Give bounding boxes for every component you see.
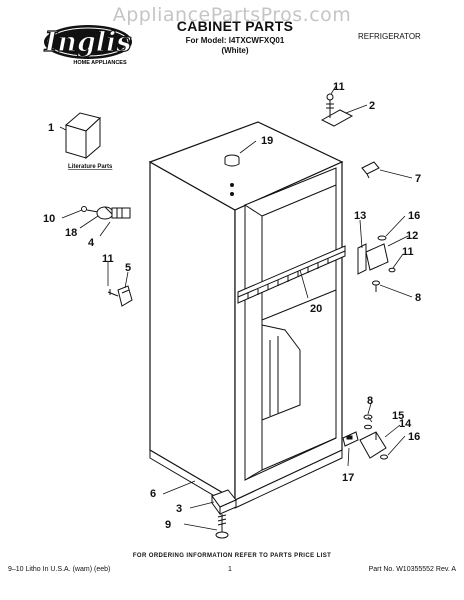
callout-16-bottom: 16	[408, 431, 420, 443]
callout-4: 4	[88, 237, 95, 249]
page-title: CABINET PARTS	[176, 18, 294, 34]
litho-line: 9–10 Litho In U.S.A. (wam) (eeb)	[8, 566, 111, 573]
cabinet-plug-part-19	[224, 154, 240, 196]
callout-11-top: 11	[333, 81, 345, 93]
screw-and-stop-part-5	[107, 285, 133, 307]
callout-15: 15	[392, 410, 404, 422]
bottom-bracket-part-17	[342, 431, 359, 447]
hinge-cover-part-7	[361, 161, 380, 179]
callout-14: 14	[399, 418, 412, 430]
callout-16-top: 16	[408, 210, 420, 222]
literature-parts-label: Literature Parts	[68, 164, 113, 170]
literature-booklet	[64, 112, 102, 160]
brand-logo: Inglis HOME APPLIANCES	[43, 25, 132, 66]
logo-oval-rim	[47, 27, 129, 57]
callout-3: 3	[176, 503, 182, 515]
leader-lines	[59, 85, 413, 531]
callout-labels: 1 2 3 4 5 6 7 8 8 8 9 10 11 11 11 12 13 …	[43, 81, 421, 531]
callout-8-middle: 8	[415, 292, 421, 304]
part-number: Part No. W10355552 Rev. A	[368, 566, 456, 573]
callout-17: 17	[342, 472, 354, 484]
bottom-hinge-assembly	[359, 414, 388, 460]
ordering-note: FOR ORDERING INFORMATION REFER TO PARTS …	[132, 553, 332, 559]
logo-oval	[44, 25, 132, 59]
color-line: (White)	[221, 46, 249, 55]
door-stop-assembly-part-4	[81, 206, 131, 220]
callout-5: 5	[125, 262, 131, 274]
callout-9: 9	[165, 519, 171, 531]
center-rail-part-20	[237, 245, 346, 304]
callout-20: 20	[310, 303, 322, 315]
logo-tagline: HOME APPLIANCES	[73, 60, 127, 66]
callout-13: 13	[354, 210, 366, 222]
middle-hinge-part-12	[357, 235, 396, 292]
callout-2: 2	[369, 100, 375, 112]
watermark: AppliancePartsPros.com	[112, 4, 352, 26]
page-number: 1	[228, 566, 232, 573]
callout-7: 7	[415, 173, 421, 185]
callout-11-left: 11	[102, 253, 114, 265]
top-hinge-part-2	[320, 93, 354, 127]
cabinet-shell	[148, 121, 344, 509]
callout-10: 10	[43, 213, 55, 225]
callout-12: 12	[406, 230, 418, 242]
callout-6: 6	[150, 488, 156, 500]
doc-type-label: REFRIGERATOR	[358, 32, 421, 41]
logo-wordmark: Inglis	[44, 27, 132, 58]
callout-8-bottom: 8	[367, 395, 373, 407]
callout-18: 18	[65, 227, 77, 239]
callout-1: 1	[48, 122, 54, 134]
leveling-leg-part-3	[211, 489, 237, 516]
model-line: For Model: I4TXCWFXQ01	[185, 36, 285, 45]
leveling-screw-part-9	[215, 514, 229, 539]
callout-11-right: 11	[402, 246, 414, 258]
callout-19: 19	[261, 135, 273, 147]
